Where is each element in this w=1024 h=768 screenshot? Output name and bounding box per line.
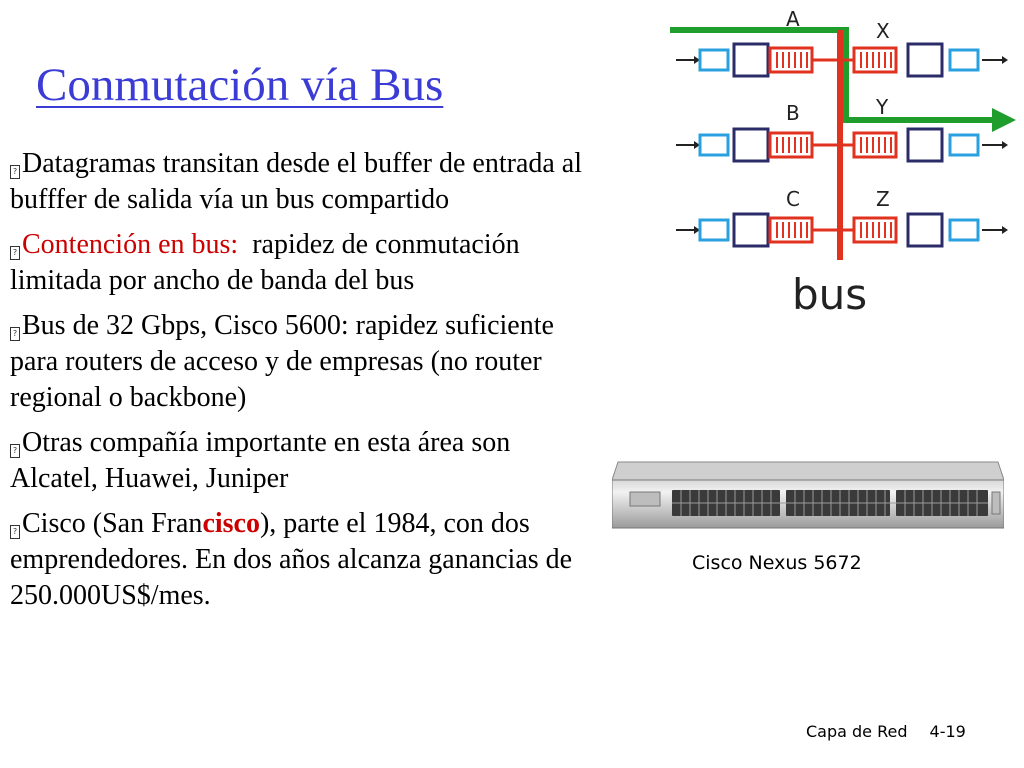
bullet-list: ?Datagramas transitan desde el buffer de…: [10, 146, 600, 623]
bullet-item: ?Bus de 32 Gbps, Cisco 5600: rapidez suf…: [10, 308, 600, 416]
input-port-icon: [698, 133, 730, 157]
bullet-glyph-icon: ?: [10, 246, 20, 260]
management-ports: [629, 491, 661, 507]
line-card-icon: [732, 127, 770, 163]
output-port-icon: [948, 133, 980, 157]
bullet-text: Datagramas transitan desde el buffer de …: [10, 148, 582, 215]
bullet-glyph-icon: ?: [10, 165, 20, 179]
footer-section: Capa de Red: [806, 722, 908, 741]
line-card-icon: [906, 42, 944, 78]
bullet-item: ?Contención en bus: rapidez de conmutaci…: [10, 227, 600, 299]
output-port-icon: [948, 218, 980, 242]
input-port-icon: [698, 218, 730, 242]
line-card-icon: [732, 212, 770, 248]
bullet-highlight-text: cisco: [202, 508, 260, 539]
cisco-switch-image: [612, 461, 1004, 529]
port-dividers: [672, 490, 988, 516]
bullet-glyph-icon: ?: [10, 444, 20, 458]
input-label-b: B: [786, 101, 800, 125]
line-card-icon: [906, 212, 944, 248]
bullet-glyph-icon: ?: [10, 327, 20, 341]
port-row: [676, 42, 1008, 78]
line-card-icon: [732, 42, 770, 78]
slide-footer: Capa de Red 4-19: [806, 722, 966, 741]
bullet-text: ), parte el 1984, con dos emprendedores.…: [10, 508, 573, 611]
chassis-top: [612, 461, 1004, 481]
bullet-lead-text: Contención en bus:: [22, 229, 239, 260]
route-arrowhead-icon: [992, 108, 1016, 132]
bullet-text: Otras compañía importante en esta área s…: [10, 427, 511, 494]
port-row: [676, 127, 1008, 163]
rack-ear-right: [991, 491, 1001, 515]
bullet-text: Bus de 32 Gbps, Cisco 5600: rapidez sufi…: [10, 310, 554, 413]
bullet-text: Cisco (San Fran: [22, 508, 203, 539]
port-row: [676, 212, 1008, 248]
line-card-icon: [906, 127, 944, 163]
input-port-icon: [698, 48, 730, 72]
bullet-glyph-icon: ?: [10, 525, 20, 539]
bullet-text: rapidez de conmutación limitada por anch…: [10, 229, 527, 296]
bullet-item: ?Otras compañía importante en esta área …: [10, 425, 600, 497]
slide-title: Conmutación vía Bus: [36, 59, 444, 111]
output-label-x: X: [876, 19, 890, 43]
output-port-icon: [948, 48, 980, 72]
page-number: 4-19: [929, 722, 966, 741]
bus-label: bus: [792, 270, 868, 319]
output-label-y: Y: [875, 95, 889, 119]
bus-switch-diagram: A B C X Y Z: [670, 7, 1016, 260]
bullet-item: ?Datagramas transitan desde el buffer de…: [10, 146, 600, 218]
output-label-z: Z: [876, 187, 890, 211]
input-label-a: A: [786, 7, 800, 31]
device-caption: Cisco Nexus 5672: [692, 552, 862, 574]
route-path-line: [670, 27, 996, 123]
bullet-item: ?Cisco (San Francisco), parte el 1984, c…: [10, 506, 600, 614]
input-label-c: C: [786, 187, 800, 211]
